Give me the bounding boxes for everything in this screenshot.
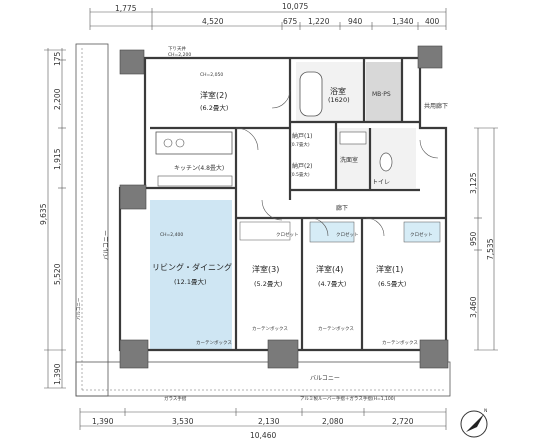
room-western2-name: 洋室(2) bbox=[200, 90, 227, 100]
bottom-dimensions: 1,390 3,530 2,130 2,080 2,720 10,460 bbox=[79, 408, 447, 440]
room-hallway-shared-name: 共用廊下 bbox=[424, 102, 448, 110]
room-toilet-name: トイレ bbox=[372, 179, 390, 186]
room-living-name: リビング・ダイニング bbox=[152, 262, 232, 272]
dim-bottom-seg-3: 2,130 bbox=[258, 417, 280, 426]
room-western1-name: 洋室(1) bbox=[376, 264, 403, 274]
columns bbox=[119, 45, 449, 369]
label-closet-b: クロゼット bbox=[336, 231, 359, 238]
room-kitchen-name: キッチン(4.8畳大) bbox=[174, 164, 224, 172]
dim-top-total: 10,075 bbox=[282, 2, 308, 11]
dim-right-seg-2: 950 bbox=[469, 231, 478, 246]
top-dimensions: 1,775 10,075 4,520 675 1,220 940 1,340 4… bbox=[89, 2, 447, 30]
walls bbox=[118, 56, 448, 352]
room-storage2-size: (0.5畳大) bbox=[290, 171, 310, 178]
room-bath-size: (1620) bbox=[328, 96, 350, 104]
living-floor bbox=[150, 200, 232, 350]
room-western2-size: (6.2畳大) bbox=[200, 103, 228, 112]
label-curtain-box-d: カーテンボックス bbox=[382, 339, 418, 346]
dim-left-seg-3: 5,520 bbox=[53, 263, 62, 285]
room-storage2-name: 納戸(2) bbox=[292, 162, 313, 170]
label-ceiling-note: 下り天井 bbox=[168, 45, 186, 52]
dim-bottom-total: 10,460 bbox=[250, 431, 276, 440]
room-balcony-left-name: バルコニー bbox=[103, 230, 110, 260]
dim-left-seg-2: 1,915 bbox=[53, 148, 62, 170]
room-western3-name: 洋室(3) bbox=[252, 264, 279, 274]
label-curtain-box-c: カーテンボックス bbox=[318, 325, 354, 332]
room-living-size: (12.1畳大) bbox=[174, 277, 207, 286]
dim-top-seg-5: 1,340 bbox=[392, 17, 414, 26]
label-ceiling-height-1: CH=2,200 bbox=[168, 52, 191, 58]
room-western4-size: (4.7畳大) bbox=[318, 279, 346, 288]
dim-bottom-seg-4: 2,080 bbox=[322, 417, 344, 426]
right-dimensions: 3,125 950 7,535 3,460 bbox=[469, 127, 498, 351]
dim-right-total: 7,535 bbox=[486, 238, 495, 260]
compass-needle-icon bbox=[466, 414, 484, 432]
compass: N bbox=[460, 408, 488, 438]
dim-bottom-seg-1: 1,390 bbox=[92, 417, 114, 426]
room-mbps-name: MB·PS bbox=[372, 91, 391, 98]
fixtures bbox=[155, 71, 441, 243]
toilet-floor bbox=[370, 128, 416, 188]
dim-left-bottom: 1,390 bbox=[53, 363, 62, 385]
room-corridor-name: 廊下 bbox=[336, 204, 348, 212]
dim-left-total: 9,635 bbox=[39, 203, 48, 225]
dim-top-seg-6: 400 bbox=[425, 17, 440, 26]
room-western1-size: (6.5畳大) bbox=[378, 279, 406, 288]
dim-right-seg-1: 3,125 bbox=[469, 172, 478, 194]
label-railing: ガラス手摺 bbox=[164, 395, 187, 402]
dim-top-seg-3: 1,220 bbox=[308, 17, 330, 26]
compass-label: N bbox=[484, 408, 487, 414]
dim-top-seg-1: 4,520 bbox=[202, 17, 224, 26]
label-ceiling-height-3: CH=2,400 bbox=[160, 232, 183, 238]
dim-top-offset: 1,775 bbox=[115, 4, 137, 13]
label-railing-note: アルミ製ルーバー手摺＋ガラス手摺(H=1,100) bbox=[300, 395, 396, 402]
room-balcony-bottom-name: バルコニー bbox=[310, 375, 340, 382]
label-balcony-side: バルコニー bbox=[76, 297, 82, 320]
label-curtain-box-a: カーテンボックス bbox=[196, 339, 232, 346]
dim-right-seg-3: 3,460 bbox=[469, 296, 478, 318]
label-closet-a: クロゼット bbox=[276, 231, 299, 238]
dim-bottom-seg-2: 3,530 bbox=[172, 417, 194, 426]
room-washroom-name: 洗面室 bbox=[340, 156, 358, 164]
dim-left-seg-1: 2,200 bbox=[53, 88, 62, 110]
label-ceiling-height-2: CH=2,050 bbox=[200, 72, 223, 78]
room-storage1-name: 納戸(1) bbox=[292, 132, 313, 140]
room-bath-name: 浴室 bbox=[330, 86, 346, 96]
room-western4-name: 洋室(4) bbox=[316, 264, 343, 274]
dim-top-seg-4: 940 bbox=[348, 17, 363, 26]
label-curtain-box-b: カーテンボックス bbox=[252, 325, 288, 332]
balcony-outline bbox=[75, 43, 451, 397]
mbps-floor bbox=[366, 62, 402, 122]
dim-bottom-seg-5: 2,720 bbox=[392, 417, 414, 426]
label-closet-c: クロゼット bbox=[410, 231, 433, 238]
door-swings bbox=[235, 89, 439, 237]
dim-top-seg-2: 675 bbox=[283, 17, 298, 26]
room-western3-size: (5.2畳大) bbox=[254, 279, 282, 288]
room-storage1-size: (0.7畳大) bbox=[290, 141, 310, 148]
left-dimensions: 175 2,200 1,915 9,635 5,520 1,390 bbox=[39, 48, 66, 389]
dim-left-top: 175 bbox=[53, 51, 62, 66]
